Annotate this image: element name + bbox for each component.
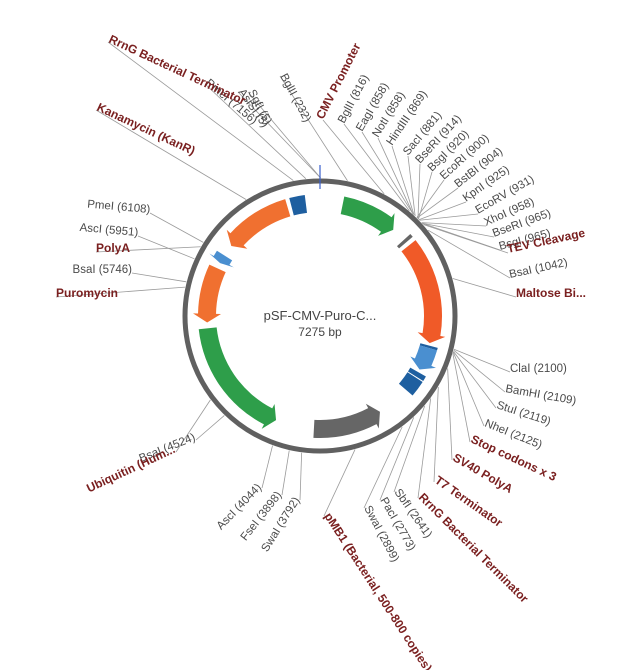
- site-leader-line: [204, 83, 307, 180]
- feature-arc-mbp: [401, 240, 446, 344]
- site-leader-line: [379, 417, 415, 501]
- site-leader-line: [237, 91, 321, 179]
- site-leader-line: [427, 229, 511, 279]
- restriction-site-label: BamHI (2109): [504, 383, 577, 407]
- site-leader-line: [137, 235, 195, 260]
- site-leader-line: [343, 123, 410, 212]
- feature-leader-line: [175, 399, 211, 453]
- restriction-site-label: BglII (232): [277, 72, 313, 125]
- site-leader-line: [391, 145, 415, 216]
- site-leader-line: [131, 272, 187, 283]
- site-leader-line: [407, 155, 416, 217]
- feature-leader-line: [323, 449, 356, 517]
- feature-leader-line: [452, 278, 517, 298]
- feature-leader-line: [95, 109, 247, 200]
- feature-label-mbp: Maltose Bi...: [516, 286, 586, 300]
- site-leader-line: [299, 452, 303, 501]
- feature-arc-t7: [407, 367, 426, 382]
- restriction-site-label: BsaI (1042): [508, 257, 569, 281]
- feature-arc-polya: [209, 250, 234, 268]
- feature-arc-cmv: [340, 196, 395, 236]
- feature-arc-rrng1: [289, 194, 308, 216]
- feature-leader-line: [55, 286, 186, 298]
- site-leader-line: [195, 415, 225, 441]
- feature-leader-line: [452, 353, 471, 443]
- feature-arc-tev: [396, 233, 413, 249]
- restriction-site-label: ClaI (2100): [510, 363, 567, 375]
- feature-label-rrng1: RrnG Bacterial Terminator: [107, 32, 248, 108]
- site-leader-line: [418, 201, 467, 221]
- feature-arc-stop: [419, 343, 438, 351]
- site-leader-line: [363, 426, 403, 509]
- feature-leader-line: [107, 41, 294, 181]
- site-leader-line: [281, 450, 290, 496]
- site-leader-line: [453, 349, 506, 393]
- feature-arc-puro: [193, 264, 226, 323]
- feature-leader-line: [447, 368, 453, 461]
- feature-arc-ubiquitin: [198, 327, 277, 429]
- feature-arc-kanr: [226, 199, 291, 249]
- feature-arcs: [193, 194, 446, 438]
- feature-leader-line: [433, 387, 439, 483]
- site-leader-line: [417, 163, 421, 219]
- restriction-site-label: PmeI (6108): [87, 199, 151, 216]
- feature-arc-sv40pa: [410, 345, 438, 370]
- feature-label-kanr: Kanamycin (KanR): [95, 100, 198, 158]
- site-leader-line: [418, 171, 433, 220]
- restriction-site-label: BsaI (5746): [73, 264, 133, 276]
- site-leader-line: [361, 131, 414, 215]
- feature-arc-rrng2: [398, 372, 423, 396]
- site-leader-line: [419, 213, 479, 221]
- feature-leader-line: [322, 119, 385, 195]
- restriction-site-label: AscI (5951): [79, 222, 139, 239]
- site-leader-line: [422, 222, 495, 238]
- site-leader-line: [453, 351, 497, 409]
- site-leader-line: [416, 179, 445, 218]
- site-leader-line: [247, 91, 321, 179]
- plasmid-name: pSF-CMV-Puro-C...: [264, 308, 377, 323]
- feature-label-ubiquitin: Ubiquitin (Hum...: [84, 442, 177, 495]
- site-leader-line: [149, 212, 204, 243]
- site-leader-line: [279, 75, 348, 181]
- site-leader-line: [393, 405, 426, 493]
- feature-leader-line: [423, 224, 509, 254]
- feature-arc-pmb1: [313, 403, 380, 438]
- site-leader-line: [416, 187, 459, 219]
- feature-label-puro: Puromycin: [56, 286, 118, 300]
- plasmid-size: 7275 bp: [298, 325, 342, 339]
- feature-leader-line: [95, 246, 201, 253]
- feature-leader-line: [417, 398, 432, 499]
- site-leader-line: [421, 222, 487, 227]
- leader-lines: [55, 41, 517, 517]
- site-leader-line: [377, 137, 414, 215]
- site-leader-line: [453, 348, 511, 373]
- site-leader-line: [452, 351, 485, 427]
- feature-label-polya: PolyA: [96, 241, 130, 255]
- site-leader-line: [261, 445, 273, 489]
